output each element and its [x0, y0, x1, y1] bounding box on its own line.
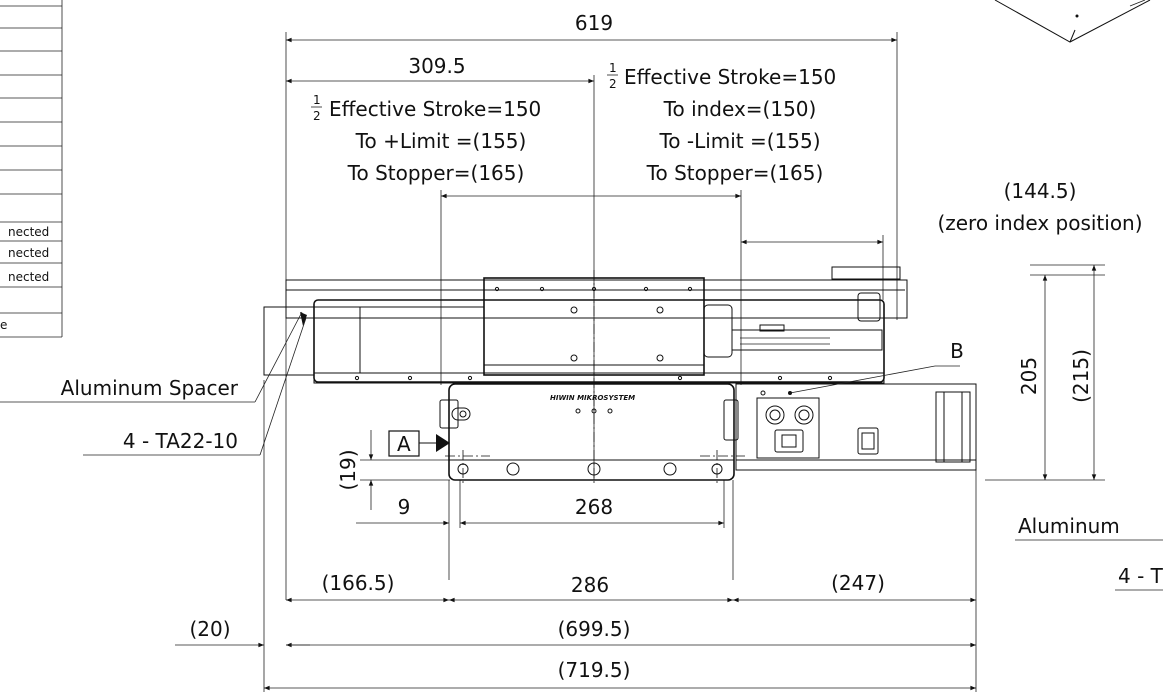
table-cell: nected [8, 225, 49, 239]
dim-height-215: (215) [1069, 349, 1093, 403]
center-lines [445, 270, 745, 485]
right-note-line-4: To Stopper=(165) [646, 161, 824, 185]
callout-labels: Aluminum Spacer 4 - TA22-10 B Aluminum 4… [61, 339, 1163, 588]
table-cell: e [0, 318, 7, 332]
dimension-texts: 619 309.5 (144.5) (zero index position) … [189, 11, 1142, 682]
fraction-numerator: 1 [313, 93, 321, 107]
dim-hole-spacing: 268 [575, 495, 613, 519]
dim-overall: 619 [575, 11, 613, 35]
callout-aluminum-spacer: Aluminum Spacer [61, 376, 239, 400]
dim-total-inner: (699.5) [558, 617, 631, 641]
leader-lines [0, 311, 1163, 591]
brand-logo-text: HIWIN MIKROSYSTEM [550, 394, 635, 402]
callout-screws: 4 - TA22-10 [123, 429, 238, 453]
dim-offset-19: (19) [336, 449, 360, 490]
dim-index: (144.5) [1004, 179, 1077, 203]
left-note-line-2: To +Limit =(155) [355, 129, 527, 153]
table-cell: nected [8, 270, 49, 284]
dim-height-205: 205 [1017, 357, 1041, 395]
dimension-lines [175, 37, 1097, 691]
stage-body: HIWIN MIKROSYSTEM [263, 266, 977, 481]
callout-b: B [950, 339, 964, 363]
left-stroke-notes: 1 2 Effective Stroke=150 To +Limit =(155… [311, 93, 541, 185]
dim-half: 309.5 [408, 54, 465, 78]
fraction-denominator: 2 [609, 77, 617, 91]
right-note-line-3: To -Limit =(155) [658, 129, 820, 153]
dim-offset-9: 9 [398, 495, 411, 519]
dim-index-caption: (zero index position) [937, 211, 1142, 235]
table-cell: nected [8, 246, 49, 260]
right-note-line-1: Effective Stroke=150 [624, 65, 836, 89]
fraction-numerator: 1 [609, 61, 617, 75]
spec-table-fragment: nected nected nected e [0, 0, 63, 338]
dim-left: (166.5) [322, 571, 395, 595]
callout-screws-right: 4 - T [1118, 564, 1163, 588]
dim-edge: (20) [189, 617, 230, 641]
dim-right: (247) [831, 571, 885, 595]
datum-a-label: A [397, 432, 411, 456]
right-note-line-2: To index=(150) [663, 97, 817, 121]
left-note-line-3: To Stopper=(165) [347, 161, 525, 185]
datum-a-symbol: A [388, 430, 450, 457]
dim-total-outer: (719.5) [558, 658, 631, 682]
iso-view-fragment [994, 0, 1151, 43]
dim-middle: 286 [571, 573, 609, 597]
fraction-denominator: 2 [313, 109, 321, 123]
right-stroke-notes: 1 2 Effective Stroke=150 To index=(150) … [607, 61, 836, 185]
left-note-line-1: Effective Stroke=150 [329, 97, 541, 121]
callout-aluminum-right: Aluminum [1018, 514, 1120, 538]
